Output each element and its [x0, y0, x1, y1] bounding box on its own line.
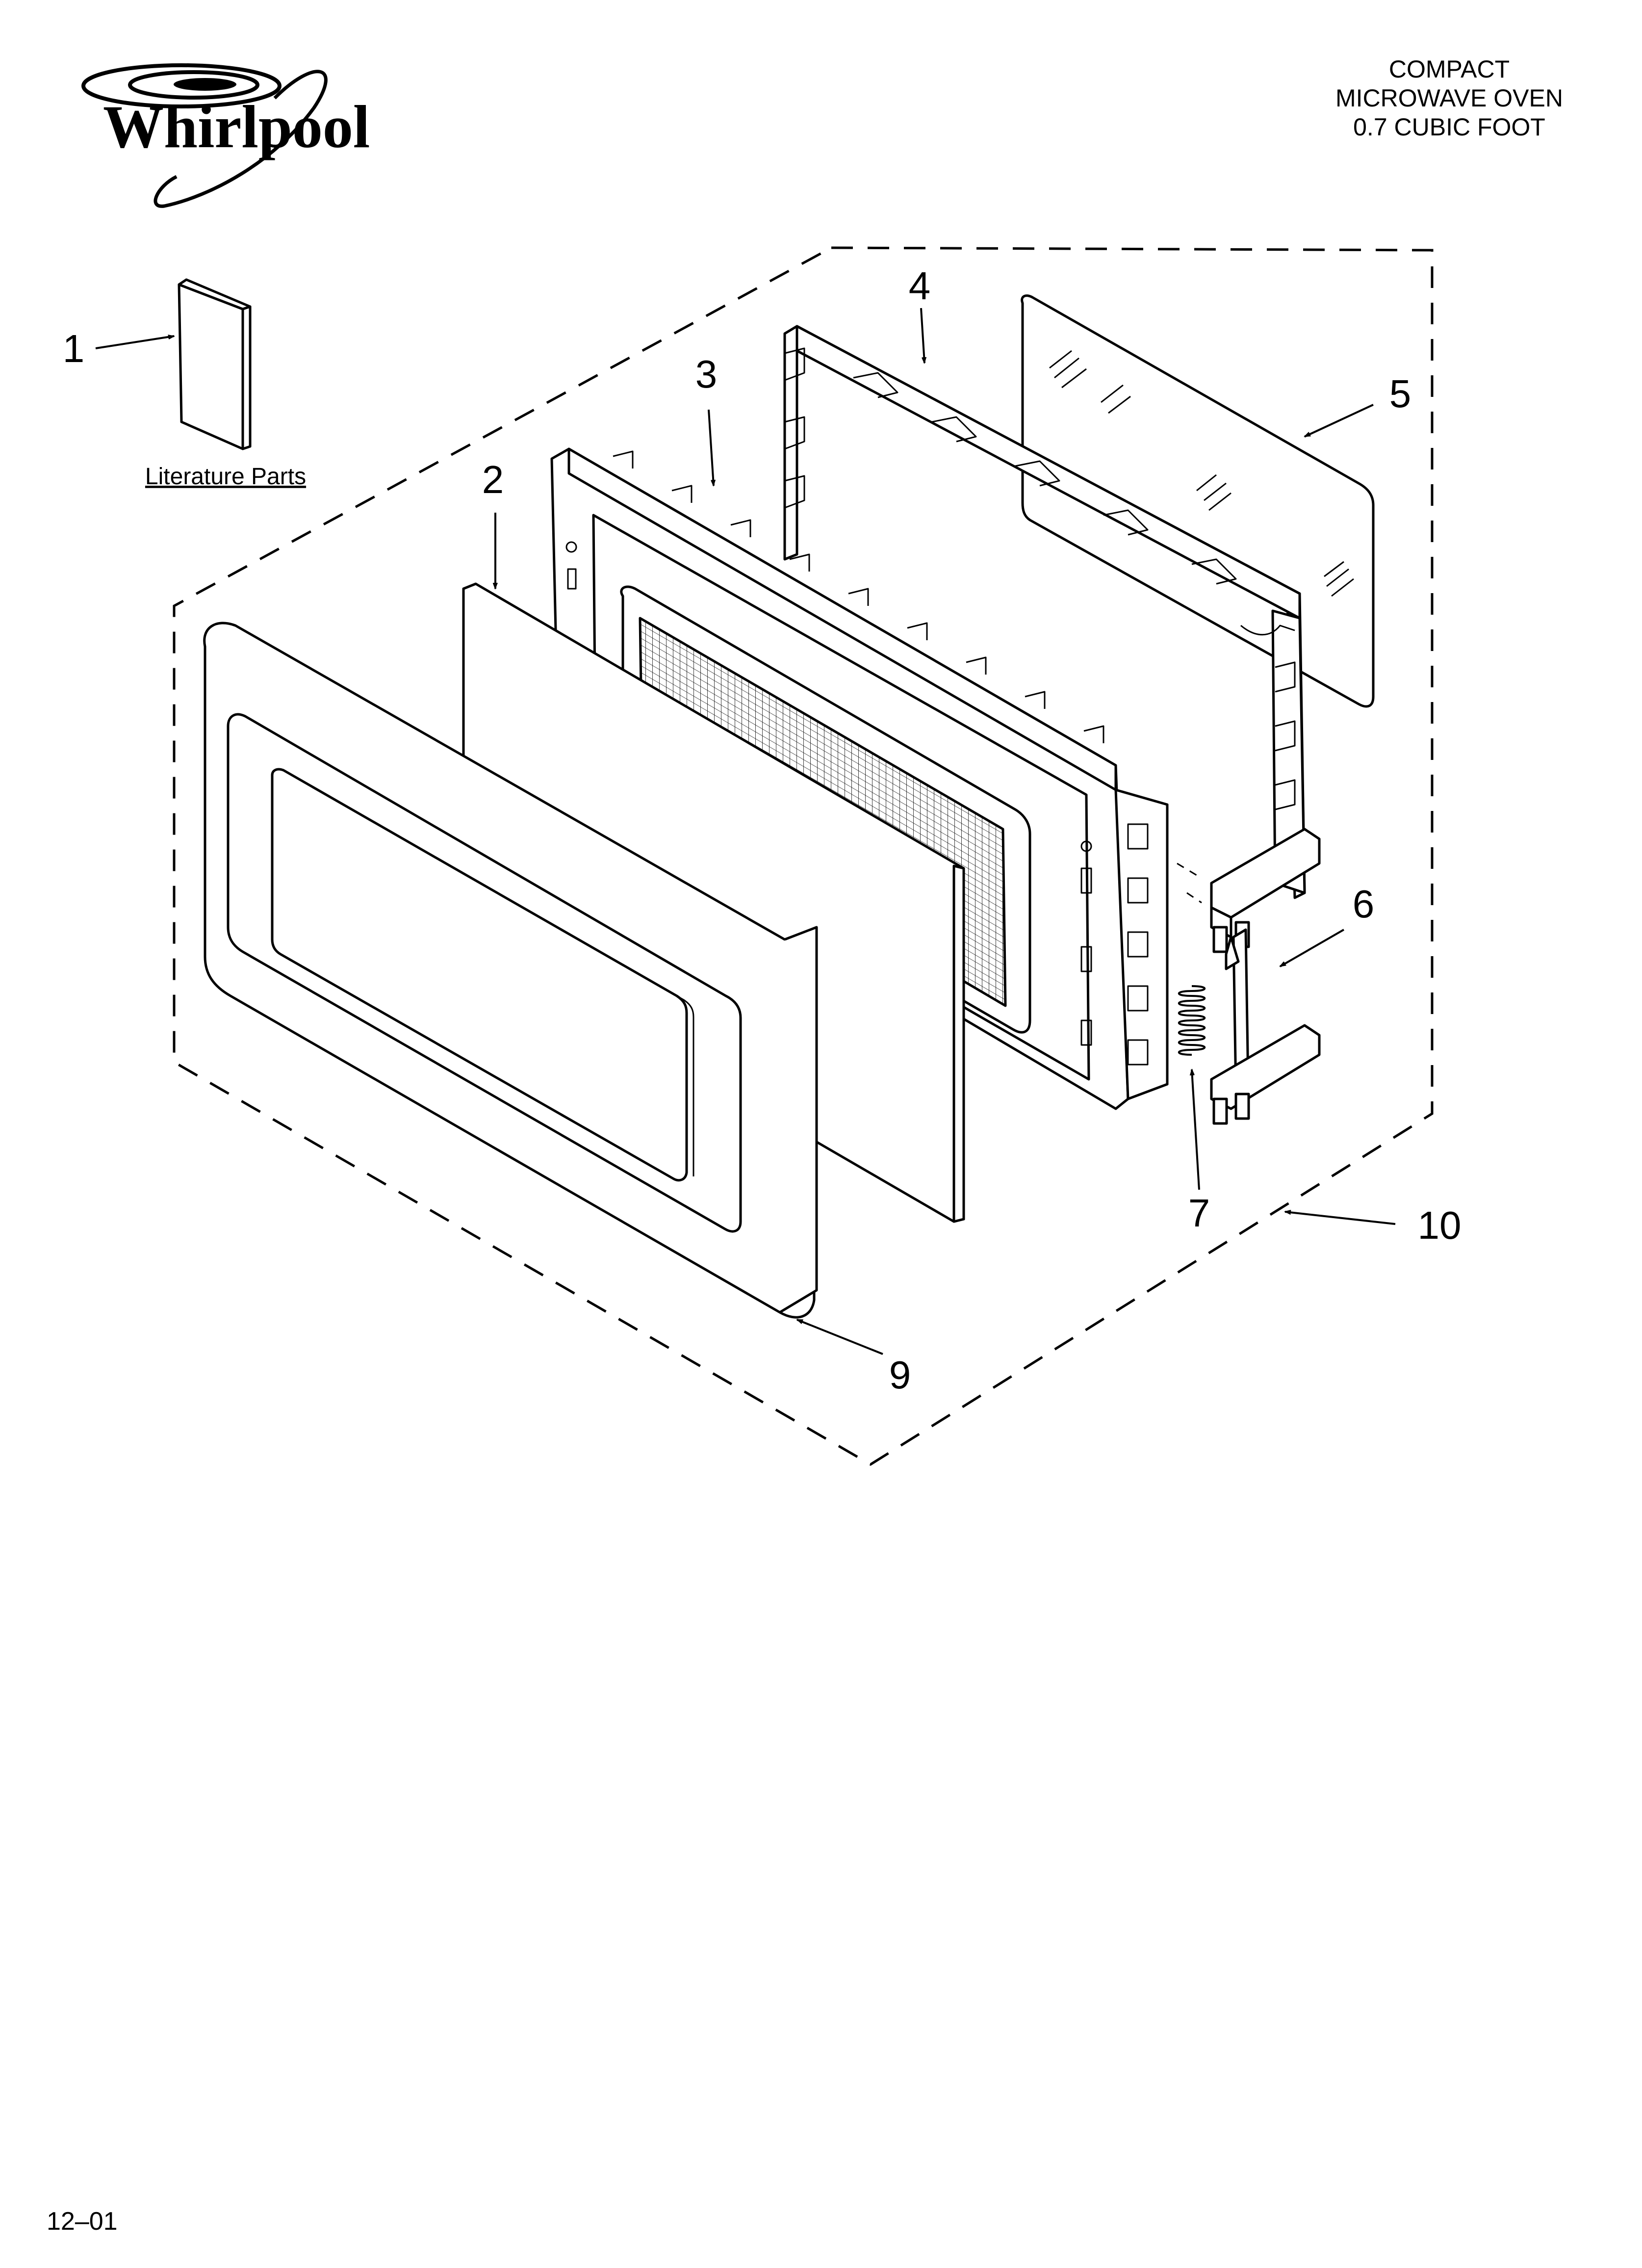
whirlpool-logo-swirl-icon [81, 63, 328, 208]
literature-parts-label: Literature Parts [145, 464, 306, 490]
whirlpool-logo: Whirlpool [81, 63, 370, 208]
leader-arrow-icons [95, 308, 1396, 1355]
door-assembly-boundary [173, 246, 1434, 1466]
leader-arrow-icon [1285, 1212, 1396, 1225]
leader-arrow-icon [920, 308, 924, 363]
leader-arrow-icon [1305, 404, 1374, 438]
leader-arrow-icon [1280, 929, 1344, 967]
callout-2: 2 [482, 458, 504, 501]
callout-9: 9 [889, 1353, 911, 1397]
latch-spring [1178, 985, 1206, 1056]
callout-1: 1 [63, 327, 85, 370]
door-glass-panel [1021, 294, 1375, 708]
leader-arrow-icon [1192, 1069, 1200, 1190]
brand-wordmark: Whirlpool [103, 93, 370, 160]
door-latch [1177, 828, 1321, 1125]
model-title: COMPACT MICROWAVE OVEN 0.7 CUBIC FOOT [1335, 55, 1563, 141]
title-line-2: MICROWAVE OVEN [1335, 84, 1563, 112]
callout-numbers: 1 2 3 4 5 6 7 9 10 [63, 264, 1462, 1397]
revision-code: 12–01 [47, 2207, 118, 2236]
callout-4: 4 [909, 264, 931, 308]
leader-arrow-icon [708, 409, 714, 486]
literature-parts-booklet: Literature Parts [145, 278, 306, 490]
leader-arrow-icon [95, 336, 174, 349]
callout-5: 5 [1389, 372, 1411, 416]
callout-6: 6 [1353, 882, 1375, 926]
callout-7: 7 [1188, 1191, 1210, 1235]
callout-3: 3 [695, 352, 718, 396]
door-frame [783, 325, 1306, 899]
title-line-1: COMPACT [1389, 55, 1510, 83]
title-line-3: 0.7 CUBIC FOOT [1353, 113, 1545, 141]
callout-10: 10 [1418, 1203, 1462, 1247]
leader-arrow-icon [797, 1319, 883, 1355]
door-outer-frame [203, 622, 818, 1319]
